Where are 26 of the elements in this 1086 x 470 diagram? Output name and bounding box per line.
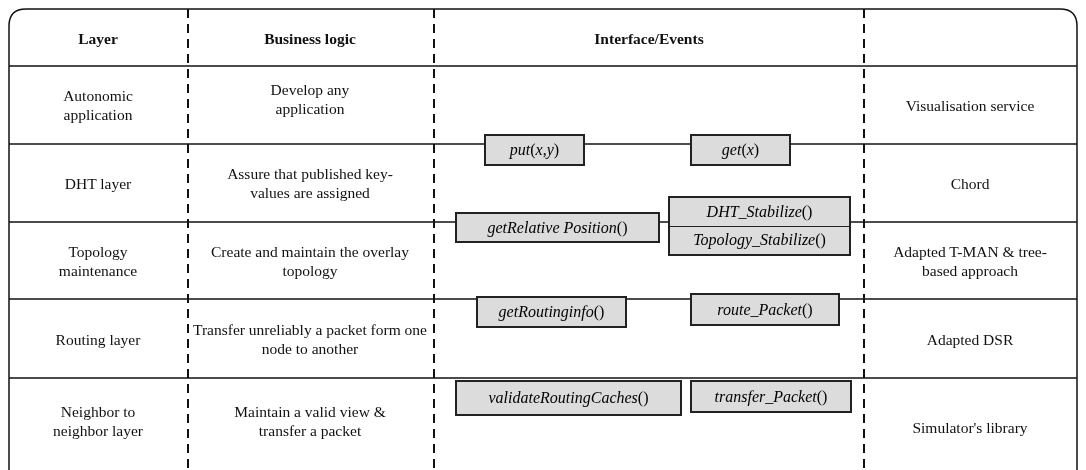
table-cell-text: Assure that published key-values are assigned: [226, 164, 394, 202]
table-cell-text: Visualisation service: [904, 95, 1036, 115]
interface-box: route_Packet(): [690, 293, 840, 326]
interface-box: put(x,y): [484, 134, 585, 166]
column-header: Interface/Events: [593, 28, 705, 48]
interface-box: transfer_Packet(): [690, 380, 852, 413]
column-header: Business logic: [263, 28, 357, 48]
table-cell-text: Simulator's library: [911, 417, 1029, 437]
table-cell-text: Create and maintain the overlay topology: [210, 242, 410, 280]
table-cell-text: Routing layer: [54, 329, 142, 349]
interface-box: getRoutinginfo(): [476, 296, 627, 328]
interface-box: get(x): [690, 134, 791, 166]
interface-box: validateRoutingCaches(): [455, 380, 682, 416]
interface-box: DHT_Stabilize() Topology_Stabilize(): [668, 196, 851, 256]
table-cell-text: DHT layer: [63, 173, 133, 193]
table-cell-text: Adapted T-MAN & tree-based approach: [892, 242, 1048, 280]
table-cell-text: Adapted DSR: [925, 329, 1015, 349]
column-header: Layer: [77, 28, 119, 48]
table-cell-text: Transfer unreliably a packet form one node to another: [192, 320, 428, 358]
table-cell-text: Neighbor to neighbor layer: [52, 402, 144, 440]
table-cell-text: Topology maintenance: [57, 242, 139, 280]
table-cell-text: Develop any application: [269, 80, 351, 118]
table-cell-text: Maintain a valid view & transfer a packet: [233, 402, 387, 440]
table-cell-text: Autonomic application: [62, 86, 134, 124]
table-cell-text: Chord: [949, 173, 991, 193]
interface-box: getRelative Position(): [455, 212, 660, 243]
